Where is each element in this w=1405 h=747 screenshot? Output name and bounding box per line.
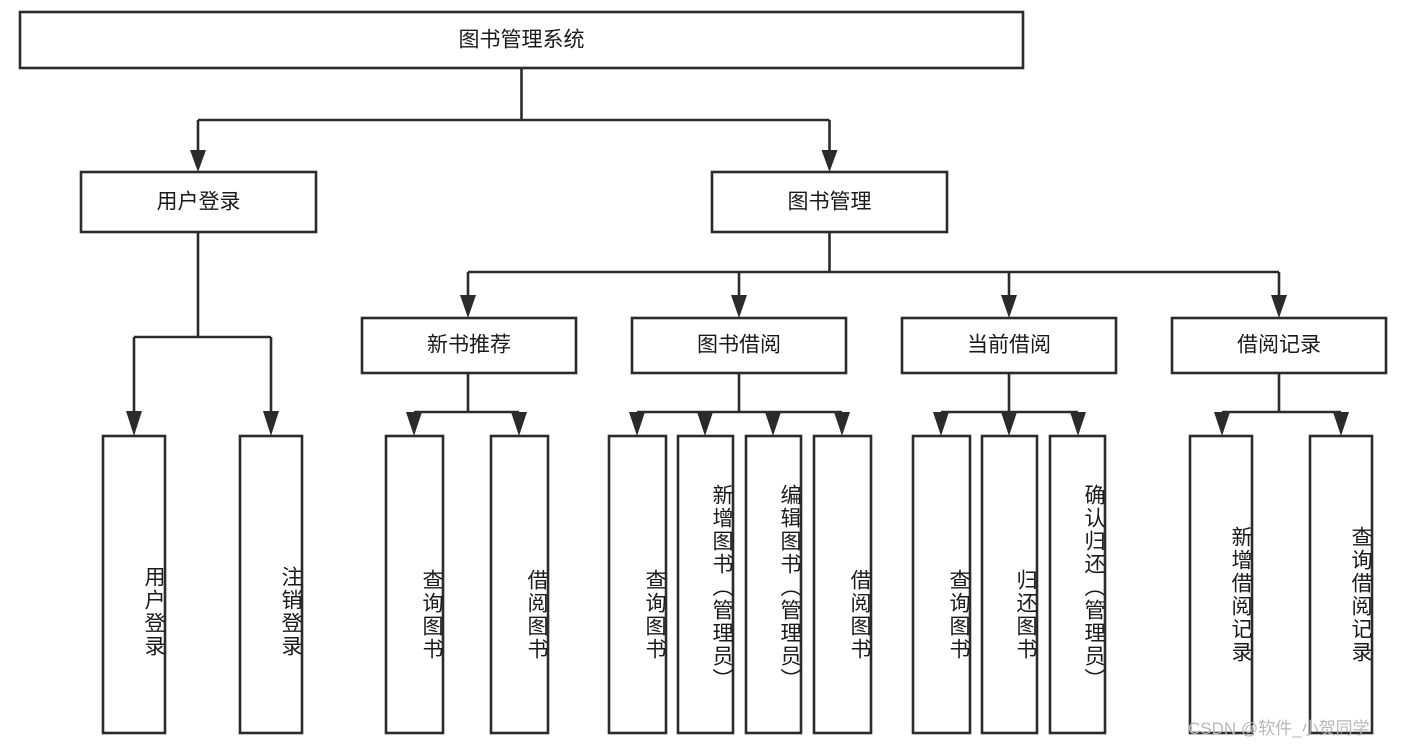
- connector-group-currentborrow: [933, 373, 1086, 436]
- node-new-book-recommend[interactable]: 新书推荐: [360, 316, 578, 375]
- node-book-borrow[interactable]: 图书借阅: [630, 316, 848, 375]
- node-leaf-borrow-book-1-box[interactable]: [489, 434, 550, 735]
- arrow-head-leaf-query-book-3: [933, 412, 949, 436]
- connector-group-borrowrecord: [1214, 373, 1349, 436]
- node-leaf-user-login-box[interactable]: [101, 434, 167, 735]
- node-root[interactable]: 图书管理系统: [18, 10, 1025, 70]
- node-user-login[interactable]: 用户登录: [79, 170, 318, 234]
- node-current-borrow-box[interactable]: [900, 316, 1118, 375]
- node-leaf-query-book-3-box[interactable]: [911, 434, 972, 735]
- arrow-head-leaf-confirm-return: [1070, 412, 1086, 436]
- node-current-borrow[interactable]: 当前借阅: [900, 316, 1118, 375]
- node-leaf-logout-login-box[interactable]: [238, 434, 304, 735]
- node-book-management-label: 图书管理: [788, 191, 872, 214]
- arrow-head-leaf-query-record: [1333, 412, 1349, 436]
- arrow-head-leaf-borrow-book-2: [834, 412, 850, 436]
- node-user-login-label: 用户登录: [157, 191, 241, 214]
- arrow-head-bookmgmt: [821, 150, 838, 172]
- node-leaf-query-record-box[interactable]: [1308, 434, 1374, 735]
- connector-group-newbook: [406, 373, 527, 436]
- arrow-head-leaf-query-book-1: [406, 412, 422, 436]
- node-borrow-record[interactable]: 借阅记录: [1170, 316, 1388, 375]
- node-current-borrow-label: 当前借阅: [967, 334, 1051, 357]
- arrow-head-current-borrow: [1001, 295, 1017, 318]
- node-leaf-return-book-box[interactable]: [980, 434, 1039, 735]
- node-leaf-confirm-return-box[interactable]: [1048, 434, 1107, 735]
- arrow-head-leaf-add-book: [697, 412, 713, 436]
- leaf-node-group: [101, 434, 1374, 735]
- connector-group-bookmgmt: [460, 232, 1287, 318]
- node-leaf-add-record-box[interactable]: [1188, 434, 1254, 735]
- connector-group-bookborrow: [629, 373, 850, 436]
- node-book-management-box[interactable]: [710, 170, 949, 234]
- node-leaf-borrow-book-2-box[interactable]: [812, 434, 873, 735]
- arrow-head-leaf-edit-book: [765, 412, 781, 436]
- arrow-head-leaf-user-login: [126, 411, 142, 436]
- node-book-borrow-label: 图书借阅: [697, 334, 781, 357]
- node-root-label: 图书管理系统: [459, 29, 585, 52]
- arrow-head-leaf-query-book-2: [629, 412, 645, 436]
- node-book-borrow-box[interactable]: [630, 316, 848, 375]
- node-borrow-record-box[interactable]: [1170, 316, 1388, 375]
- node-leaf-query-book-1-box[interactable]: [384, 434, 445, 735]
- arrow-head-borrow-record: [1271, 295, 1287, 318]
- connector-group-userlogin: [126, 232, 279, 436]
- node-leaf-add-book-box[interactable]: [676, 434, 735, 735]
- node-borrow-record-label: 借阅记录: [1237, 334, 1321, 357]
- node-user-login-box[interactable]: [79, 170, 318, 234]
- arrow-head-leaf-logout-login: [263, 411, 279, 436]
- arrow-head-book-borrow: [731, 295, 747, 318]
- node-leaf-query-book-2-box[interactable]: [607, 434, 668, 735]
- arrow-head-leaf-add-record: [1214, 412, 1230, 436]
- node-new-book-recommend-label: 新书推荐: [427, 334, 511, 357]
- arrow-head-new-book-recommend: [460, 295, 476, 318]
- connector-group-root: [190, 68, 838, 172]
- node-book-management[interactable]: 图书管理: [710, 170, 949, 234]
- node-root-box[interactable]: [18, 10, 1025, 70]
- node-new-book-recommend-box[interactable]: [360, 316, 578, 375]
- arrow-head-leaf-return-book: [1001, 412, 1017, 436]
- arrow-head-leaf-borrow-book-1: [511, 412, 527, 436]
- arrow-head-userlogin: [190, 150, 206, 172]
- node-leaf-edit-book-box[interactable]: [744, 434, 803, 735]
